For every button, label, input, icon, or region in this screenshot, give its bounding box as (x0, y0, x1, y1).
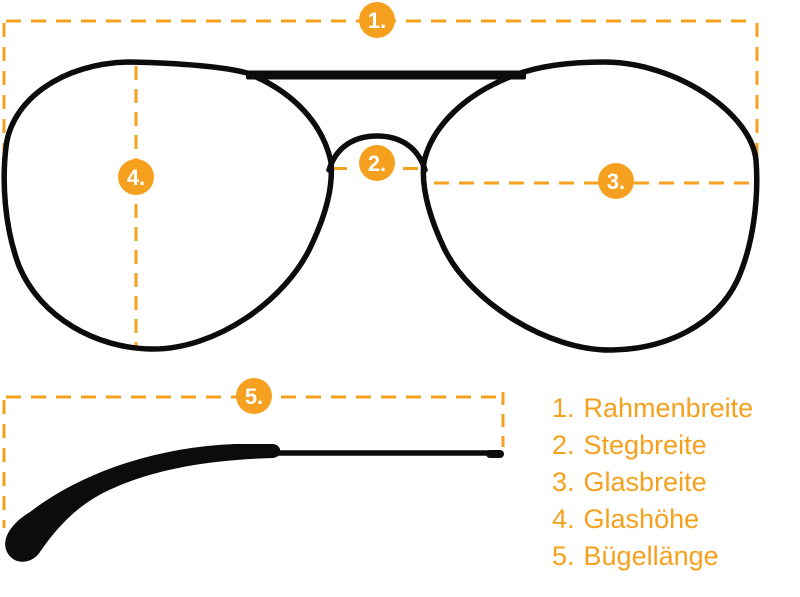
legend-item-label: Glasbreite (583, 467, 707, 497)
legend-item-lens-height: 4. Glashöhe (552, 501, 753, 538)
legend-item-number: 5. (552, 541, 575, 571)
legend-item-temple-length: 5. Bügellänge (552, 538, 753, 575)
measurement-legend: 1. Rahmenbreite 2. Stegbreite 3. Glasbre… (552, 390, 753, 575)
legend-item-frame-width: 1. Rahmenbreite (552, 390, 753, 427)
legend-item-label: Rahmenbreite (583, 393, 754, 423)
badge-3-label: 3. (607, 169, 625, 194)
measure-badge-1: 1. (359, 2, 395, 38)
badge-1-label: 1. (368, 8, 386, 33)
measure-badges: 1. 2. 3. 4. 5. (118, 2, 634, 414)
badge-2-label: 2. (368, 151, 386, 176)
legend-item-number: 1. (552, 393, 575, 423)
right-lens (420, 59, 760, 353)
legend-item-bridge-width: 2. Stegbreite (552, 427, 753, 464)
nose-bridge (326, 133, 428, 173)
badge-5-circle (236, 378, 272, 414)
glasses-front-view (1, 59, 760, 353)
legend-item-label: Stegbreite (583, 430, 707, 460)
legend-item-number: 4. (552, 504, 575, 534)
temple-side-view (5, 444, 504, 562)
legend-item-number: 2. (552, 430, 575, 460)
badge-4-label: 4. (127, 165, 145, 190)
brow-bar (246, 70, 526, 80)
badge-2-circle (359, 145, 395, 181)
measure-badge-4: 4. (118, 159, 154, 195)
badge-5-label: 5. (245, 384, 263, 409)
measure-badge-3: 3. (598, 163, 634, 199)
legend-item-label: Bügellänge (583, 541, 719, 571)
badge-1-circle (359, 2, 395, 38)
legend-item-lens-width: 3. Glasbreite (552, 464, 753, 501)
left-lens (1, 59, 335, 352)
measure-badge-5: 5. (236, 378, 272, 414)
badge-3-circle (598, 163, 634, 199)
measure-badge-2: 2. (359, 145, 395, 181)
legend-item-label: Glashöhe (583, 504, 700, 534)
badge-4-circle (118, 159, 154, 195)
legend-item-number: 3. (552, 467, 575, 497)
temple-arm (5, 444, 281, 562)
